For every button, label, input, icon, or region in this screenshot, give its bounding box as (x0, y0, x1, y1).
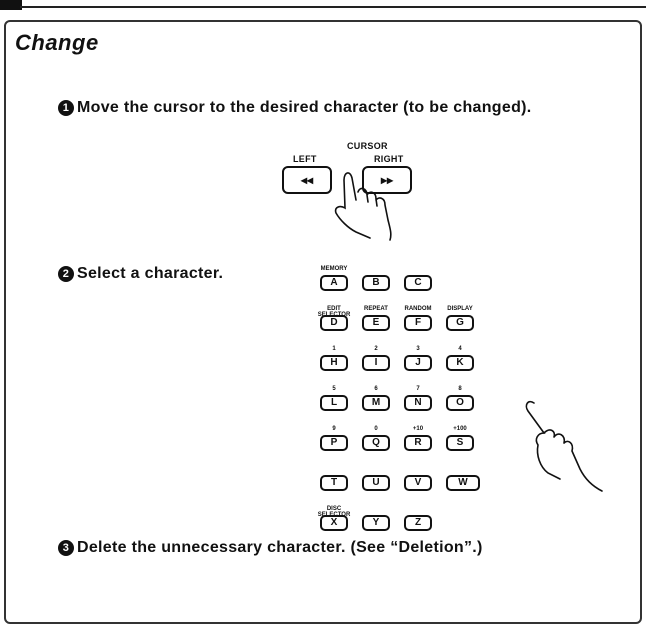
key-label: 4 (458, 346, 462, 352)
key-label: 1 (332, 346, 336, 352)
cursor-label: CURSOR (347, 141, 388, 151)
section-title: Change (15, 30, 99, 55)
key-o[interactable]: O (446, 395, 474, 411)
key-label: 3 (416, 346, 420, 352)
key-z[interactable]: Z (404, 515, 432, 531)
key-l[interactable]: L (320, 395, 348, 411)
pointing-hand-icon (525, 400, 603, 492)
key-label: DISPLAY (447, 306, 473, 312)
step-number: 3 (58, 540, 74, 556)
key-v[interactable]: V (404, 475, 432, 491)
step-text: Delete the unnecessary character. (See “… (77, 539, 483, 556)
key-label: REPEAT (364, 306, 388, 312)
key-label: 9 (332, 426, 336, 432)
step-number: 1 (58, 100, 74, 116)
key-label: 0 (374, 426, 378, 432)
key-label: 5 (332, 386, 336, 392)
key-b[interactable]: B (362, 275, 390, 291)
key-p[interactable]: P (320, 435, 348, 451)
key-e[interactable]: E (362, 315, 390, 331)
key-label: MEMORY (320, 266, 348, 272)
key-k[interactable]: K (446, 355, 474, 371)
key-t[interactable]: T (320, 475, 348, 491)
key-i[interactable]: I (362, 355, 390, 371)
key-j[interactable]: J (404, 355, 432, 371)
step-number: 2 (58, 266, 74, 282)
key-h[interactable]: H (320, 355, 348, 371)
cursor-left-button[interactable]: ◂◂ (282, 166, 332, 194)
key-r[interactable]: R (404, 435, 432, 451)
fast-forward-icon: ▸▸ (380, 173, 394, 187)
key-g[interactable]: G (446, 315, 474, 331)
key-label: 6 (374, 386, 378, 392)
pointing-hand-icon (334, 172, 392, 241)
key-label: +10 (412, 426, 424, 432)
key-q[interactable]: Q (362, 435, 390, 451)
key-x[interactable]: X (320, 515, 348, 531)
key-label: 7 (416, 386, 420, 392)
key-m[interactable]: M (362, 395, 390, 411)
key-a[interactable]: A (320, 275, 348, 291)
key-d[interactable]: D (320, 315, 348, 331)
key-c[interactable]: C (404, 275, 432, 291)
key-label: 2 (374, 346, 378, 352)
cursor-right-button[interactable]: ▸▸ (362, 166, 412, 194)
key-label: 8 (458, 386, 462, 392)
right-label: RIGHT (374, 154, 404, 164)
step-text: Select a character. (77, 265, 224, 282)
top-rule (20, 6, 646, 8)
key-w[interactable]: W (446, 475, 480, 491)
key-y[interactable]: Y (362, 515, 390, 531)
key-label: +100 (453, 426, 467, 432)
key-label: RANDOM (404, 306, 432, 312)
key-u[interactable]: U (362, 475, 390, 491)
left-label: LEFT (293, 154, 317, 164)
rewind-icon: ◂◂ (300, 173, 314, 187)
step-text: Move the cursor to the desired character… (77, 99, 532, 116)
key-s[interactable]: S (446, 435, 474, 451)
instruction-panel (4, 20, 642, 624)
key-f[interactable]: F (404, 315, 432, 331)
corner-tab (0, 0, 22, 10)
key-n[interactable]: N (404, 395, 432, 411)
